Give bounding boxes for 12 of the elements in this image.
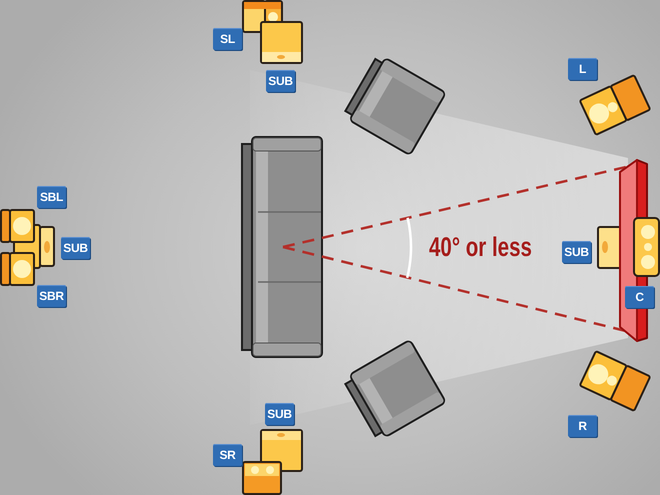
channel-badge: C — [625, 286, 654, 308]
channel-badge: SUB — [266, 70, 295, 92]
angle-label: 40° or less — [429, 232, 532, 262]
channel-badge: L — [568, 58, 597, 80]
channel-badge: SL — [213, 28, 242, 50]
channel-badge: R — [568, 415, 597, 437]
channel-badge: SUB — [562, 241, 591, 263]
channel-badge: SR — [213, 444, 242, 466]
channel-badge: SBL — [37, 186, 66, 208]
channel-badge: SBR — [37, 285, 66, 307]
channel-badge: SUB — [61, 237, 90, 259]
channel-badge: SUB — [265, 403, 294, 425]
